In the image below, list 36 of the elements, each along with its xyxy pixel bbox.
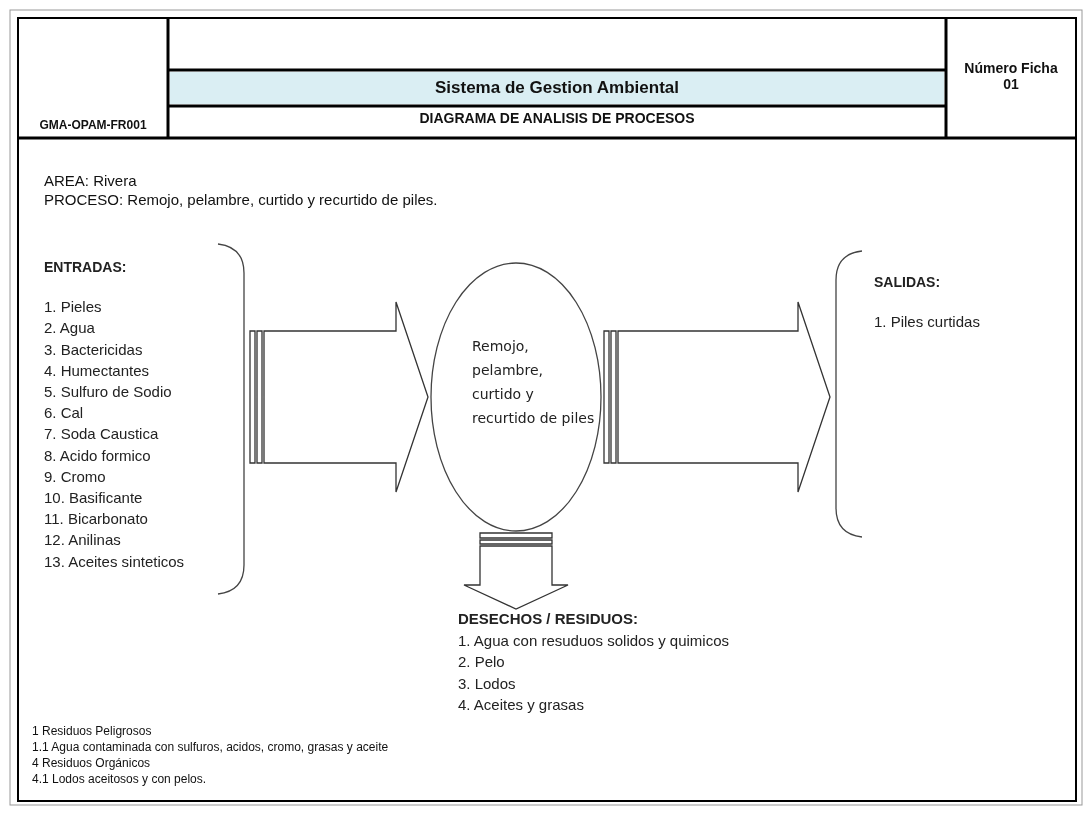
list-item: 10. Basificante <box>44 489 143 506</box>
list-item: 3. Bactericidas <box>44 340 143 358</box>
footnote: 4.1 Lodos aceitosos y con pelos. <box>32 772 207 786</box>
list-item: 9. Cromo <box>44 467 106 485</box>
list-item: 1. Piles curtidas <box>874 313 980 330</box>
process-description: PROCESO: Remojo, pelambre, curtido y recurtido de piles. <box>44 191 438 208</box>
list-item: 11. Bicarbonato <box>44 510 148 528</box>
list-item: 8. Acido formico <box>44 446 151 464</box>
footnote: 4 Residuos Orgánicos <box>32 756 151 770</box>
list-heading: DESECHOS / RESIDUOS: <box>458 610 639 627</box>
process-text: Remojo, pelambre, curtido y recurtido de piles <box>472 337 596 428</box>
list-item: 4. Humectantes <box>44 361 150 379</box>
list-item: 2. Agua <box>44 319 95 337</box>
list-item: 4. Aceites y grasas <box>458 696 584 713</box>
list-item: 7. Soda Caustica <box>44 425 159 443</box>
list-heading: ENTRADAS: <box>44 259 127 275</box>
list-item: 5. Sulfuro de Sodio <box>44 383 172 400</box>
list-item: 1. Agua con resuduos solidos y quimicos <box>458 631 729 649</box>
footnote: 1 Residuos Peligrosos <box>32 724 152 738</box>
list-item: 13. Aceites sinteticos <box>44 552 185 570</box>
footnote: 1.1 Agua contaminada con sulfuros, acidos, cromo, grasas y aceite <box>32 740 389 754</box>
list-item: 1. Pieles <box>44 298 102 316</box>
area-text: AREA: Rivera <box>44 172 137 189</box>
list-item: 12. Anilinas <box>44 531 121 549</box>
list-item: 3. Lodos <box>458 674 516 692</box>
block-arrow <box>249 301 429 493</box>
block-arrow <box>463 532 569 610</box>
form-number: Número Ficha 01 <box>963 60 1059 92</box>
process-circle <box>430 262 602 532</box>
block-arrow <box>603 301 831 493</box>
form-code: GMA-OPAM-FR001 <box>38 118 148 132</box>
list-heading: SALIDAS: <box>874 274 941 290</box>
header-subtitle: Sistema de Gestion Ambiental <box>170 72 944 104</box>
list-item: 6. Cal <box>44 404 84 422</box>
header-title: DIAGRAMA DE ANALISIS DE PROCESOS <box>418 110 696 126</box>
list-item: 2. Pelo <box>458 653 505 670</box>
